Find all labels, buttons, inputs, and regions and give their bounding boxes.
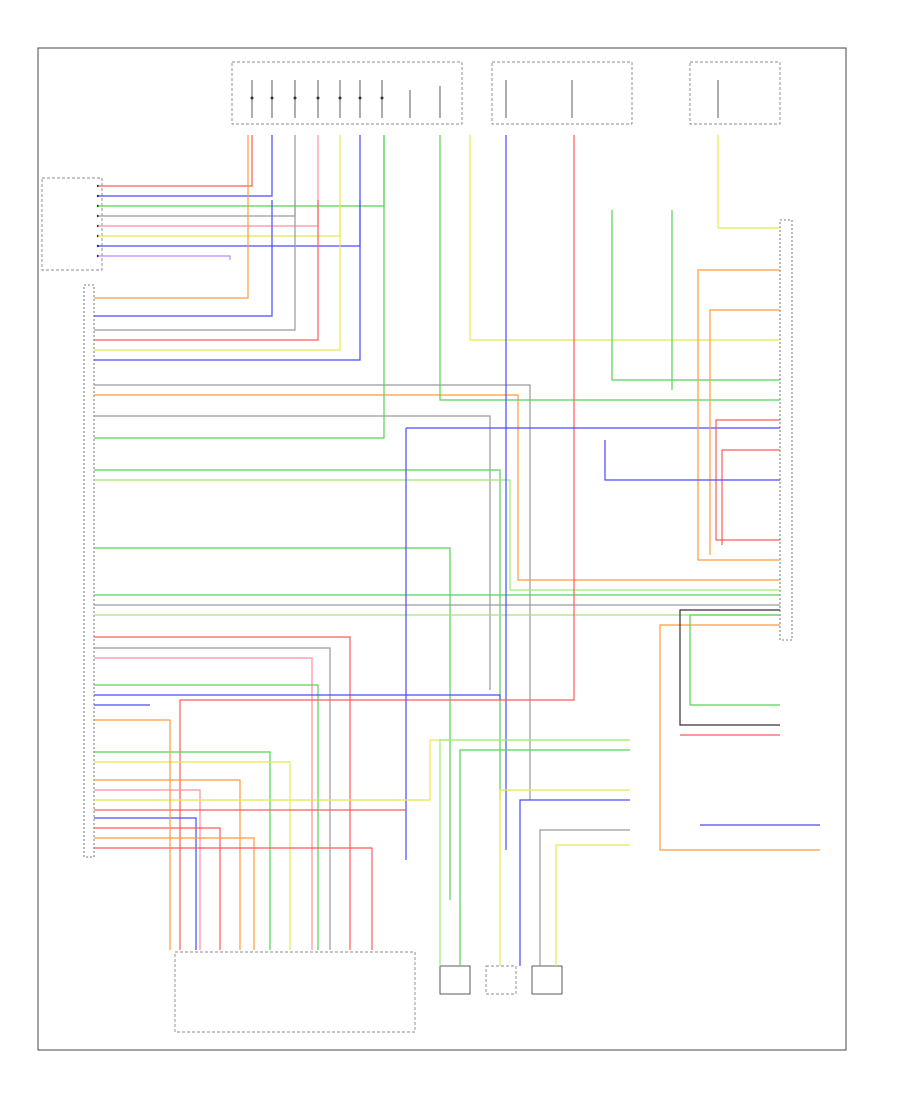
fuse-box-contacts (505, 80, 719, 118)
speed-sensor-2 (485, 965, 517, 995)
speed-sensor-1 (439, 965, 471, 995)
fuse-box-2 (689, 61, 781, 125)
right-connector-strip (779, 219, 793, 641)
fuse-area-wires (179, 135, 780, 950)
switch-contacts (251, 80, 441, 118)
diagram-frame (37, 47, 847, 1051)
speed-sensor-3 (531, 965, 563, 995)
switch-contact-dots (250, 96, 384, 100)
at-control-solenoids (174, 951, 416, 1033)
transmission-range-switch (231, 61, 463, 125)
upper-sensor-wires (98, 135, 385, 260)
module-to-right-wires (94, 469, 780, 950)
left-sensor-box (41, 177, 103, 271)
fuse-box-1 (491, 61, 633, 125)
transmission-control-module (83, 284, 95, 858)
solenoid-wires (94, 719, 630, 950)
module-to-switch-wires (94, 135, 780, 800)
speed-sensor-wires (439, 739, 630, 966)
right-side-wires (604, 269, 820, 851)
